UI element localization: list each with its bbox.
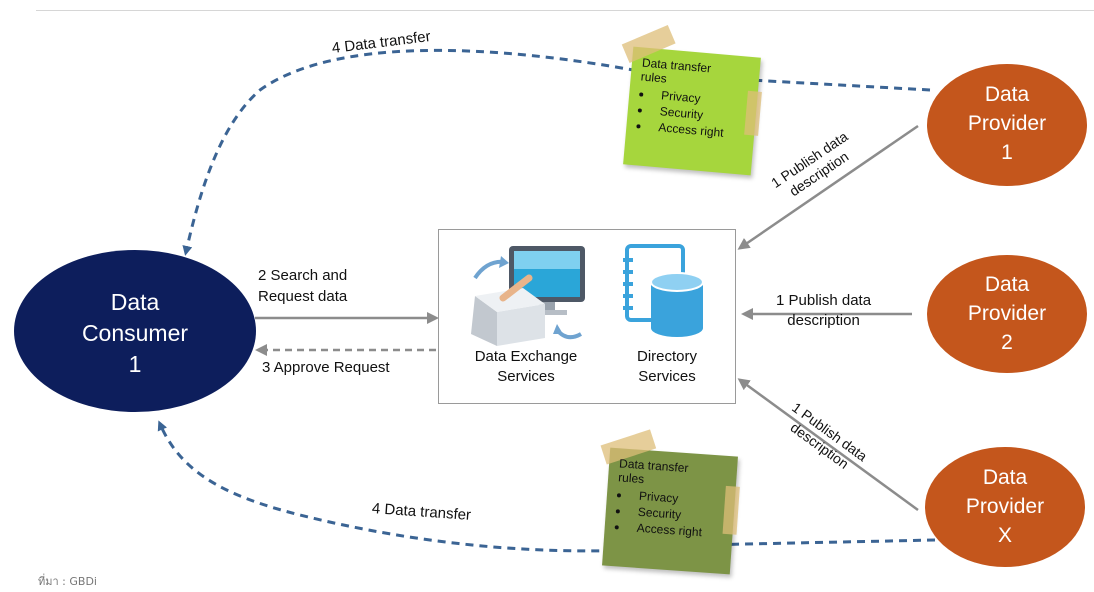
data-provider-x-node [925, 447, 1085, 567]
top-rule [36, 10, 1094, 11]
publish-2-label: 1 Publish data description [776, 291, 871, 331]
data-exchange-icon [471, 246, 585, 346]
directory-icon [623, 244, 704, 337]
note-bottom-title: Data transfer rules [618, 456, 689, 490]
provider-x-line2: Provider [965, 495, 1045, 518]
provider-x-line3: X [997, 524, 1012, 547]
data-exchange-line1: Data Exchange [474, 348, 578, 365]
publish-arrow-1 [737, 124, 919, 250]
note-top-list: Privacy Security Access right [632, 85, 727, 141]
provider-2-label: Data Provider 2 [927, 270, 1087, 357]
data-consumer-node [14, 250, 256, 412]
note-top-title: Data transfer rules [640, 55, 712, 90]
publish-2-line2: description [787, 312, 860, 329]
source-caption: ที่มา : GBDi [38, 575, 97, 588]
data-provider-1-node [927, 64, 1087, 186]
publish-arrow-x [737, 378, 919, 512]
provider-1-label: Data Provider 1 [927, 80, 1087, 167]
provider-2-line3: 2 [1001, 331, 1013, 354]
provider-x-label: Data Provider X [925, 463, 1085, 550]
rules-note-bottom: Data transfer rules Privacy Security Acc… [600, 429, 740, 575]
data-provider-2-node [927, 255, 1087, 373]
approve-request-label: 3 Approve Request [262, 359, 390, 376]
provider-2-line1: Data [984, 273, 1030, 296]
data-exchange-line2: Services [497, 367, 555, 385]
search-line1: 2 Search and [258, 267, 348, 284]
provider-2-line2: Provider [967, 302, 1047, 325]
directory-label: Directory Services [607, 347, 727, 386]
note-bottom-list: Privacy Security Access right [610, 486, 705, 541]
provider-1-line3: 1 [1001, 141, 1013, 164]
consumer-label-line1: Data [110, 289, 160, 315]
consumer-label-line2: Consumer [81, 320, 189, 346]
search-request-label: 2 Search and Request data [258, 265, 347, 307]
publish-2-line1: 1 Publish data [776, 292, 872, 309]
provider-1-line1: Data [984, 83, 1030, 106]
directory-line2: Services [638, 367, 696, 385]
rules-note-top: Data transfer rules Privacy Security Acc… [621, 24, 762, 176]
search-line2: Request data [258, 288, 348, 305]
provider-x-line1: Data [982, 466, 1028, 489]
directory-line1: Directory [636, 348, 697, 365]
consumer-label: Data Consumer 1 [35, 287, 235, 380]
data-exchange-label: Data Exchange Services [451, 347, 601, 386]
provider-1-line2: Provider [967, 112, 1047, 135]
consumer-label-line3: 1 [128, 351, 142, 377]
services-box: Data Exchange Services Directory Service… [438, 229, 736, 404]
